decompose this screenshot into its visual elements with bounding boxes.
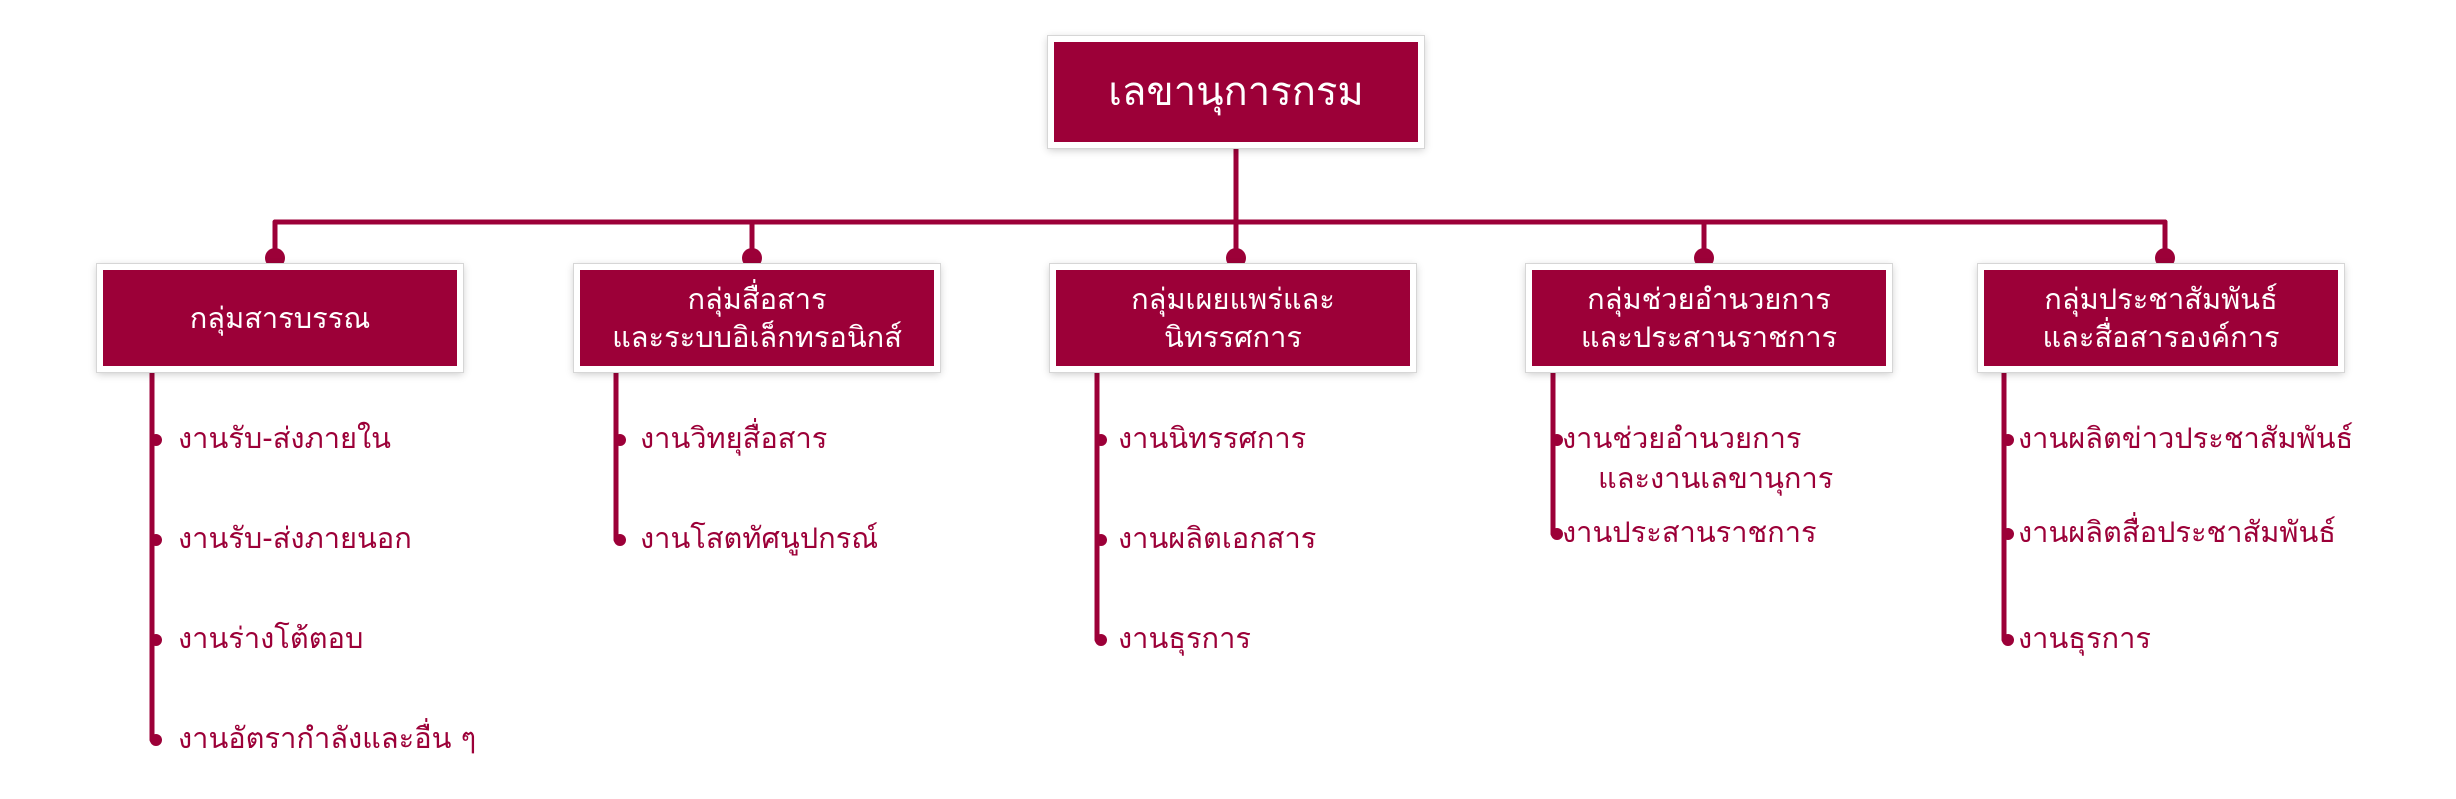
- task-item-internal-mail: งานรับ-ส่งภายใน: [178, 421, 391, 455]
- group-title-public-relations-line-1: กลุ่มประชาสัมพันธ์: [2044, 282, 2278, 316]
- task-item-general-admin: งานธุรการ: [1118, 621, 1251, 655]
- task-item-document-production: งานผลิตเอกสาร: [1118, 521, 1317, 555]
- item-bullet-dot-1-3: [150, 634, 162, 646]
- task-item-pr-admin: งานธุรการ: [2018, 621, 2151, 655]
- task-item-news-production: งานผลิตข่าวประชาสัมพันธ์: [2018, 421, 2354, 455]
- group-connector-dot-3: [1226, 248, 1246, 268]
- item-bullet-dot-3-1: [1095, 434, 1107, 446]
- item-bullet-dot-1-1: [150, 434, 162, 446]
- task-item-exhibition: งานนิทรรศการ: [1118, 421, 1307, 455]
- group-title-public-relations-line-2: และสื่อสารองค์การ: [2042, 320, 2280, 354]
- group-connector-dot-5: [2155, 248, 2175, 268]
- item-bullet-dot-1-4: [150, 734, 162, 746]
- task-item-drafting: งานร่างโต้ตอบ: [178, 621, 364, 655]
- group-title-communication-line-2: และระบบอิเล็กทรอนิกส์: [612, 320, 902, 354]
- group-title-coordination-line-1: กลุ่มช่วยอำนวยการ: [1587, 282, 1831, 316]
- item-bullet-dot-2-2: [614, 534, 626, 546]
- root-node: เลขานุการกรม: [1048, 36, 1424, 148]
- task-item-media-production: งานผลิตสื่อประชาสัมพันธ์: [2018, 515, 2336, 549]
- task-item-audiovisual: งานโสตทัศนูปกรณ์: [640, 521, 879, 555]
- group-box-sarabun: กลุ่มสารบรรณ: [97, 264, 463, 372]
- item-bullet-dot-5-1: [2002, 434, 2014, 446]
- group-title-sarabun-line-1: กลุ่มสารบรรณ: [189, 301, 371, 335]
- group-title-communication-line-1: กลุ่มสื่อสาร: [687, 282, 827, 316]
- item-bullet-dot-1-2: [150, 534, 162, 546]
- group-connector-dot-2: [742, 248, 762, 268]
- group-title-publication-line-1: กลุ่มเผยแพร่และ: [1131, 282, 1335, 316]
- group-title-coordination-line-2: และประสานราชการ: [1580, 320, 1838, 354]
- item-bullet-dot-5-3: [2002, 634, 2014, 646]
- item-bullet-dot-5-2: [2002, 528, 2014, 540]
- item-bullet-dot-4-2: [1551, 528, 1563, 540]
- task-item-external-mail: งานรับ-ส่งภายนอก: [178, 521, 412, 555]
- item-bullet-dot-2-1: [614, 434, 626, 446]
- group-box-public-relations: กลุ่มประชาสัมพันธ์ และสื่อสารองค์การ: [1978, 264, 2344, 372]
- item-bullet-dot-3-3: [1095, 634, 1107, 646]
- item-bullet-dot-3-2: [1095, 534, 1107, 546]
- task-item-liaison: งานประสานราชการ: [1562, 515, 1817, 549]
- group-title-publication-line-2: นิทรรศการ: [1164, 320, 1302, 354]
- group-connector-dot-4: [1694, 248, 1714, 268]
- task-item-manpower: งานอัตรากำลังและอื่น ๆ: [178, 721, 477, 755]
- group-connector-dot-1: [265, 248, 285, 268]
- root-node-label: เลขานุการกรม: [1108, 69, 1364, 115]
- group-box-coordination: กลุ่มช่วยอำนวยการ และประสานราชการ: [1526, 264, 1892, 372]
- task-item-radio: งานวิทยุสื่อสาร: [640, 421, 828, 455]
- group-box-publication: กลุ่มเผยแพร่และ นิทรรศการ: [1050, 264, 1416, 372]
- group-box-communication: กลุ่มสื่อสาร และระบบอิเล็กทรอนิกส์: [574, 264, 940, 372]
- task-item-secretariat: งานช่วยอำนวยการ และงานเลขานุการ: [1562, 421, 1834, 495]
- item-bullet-dot-4-1: [1551, 434, 1563, 446]
